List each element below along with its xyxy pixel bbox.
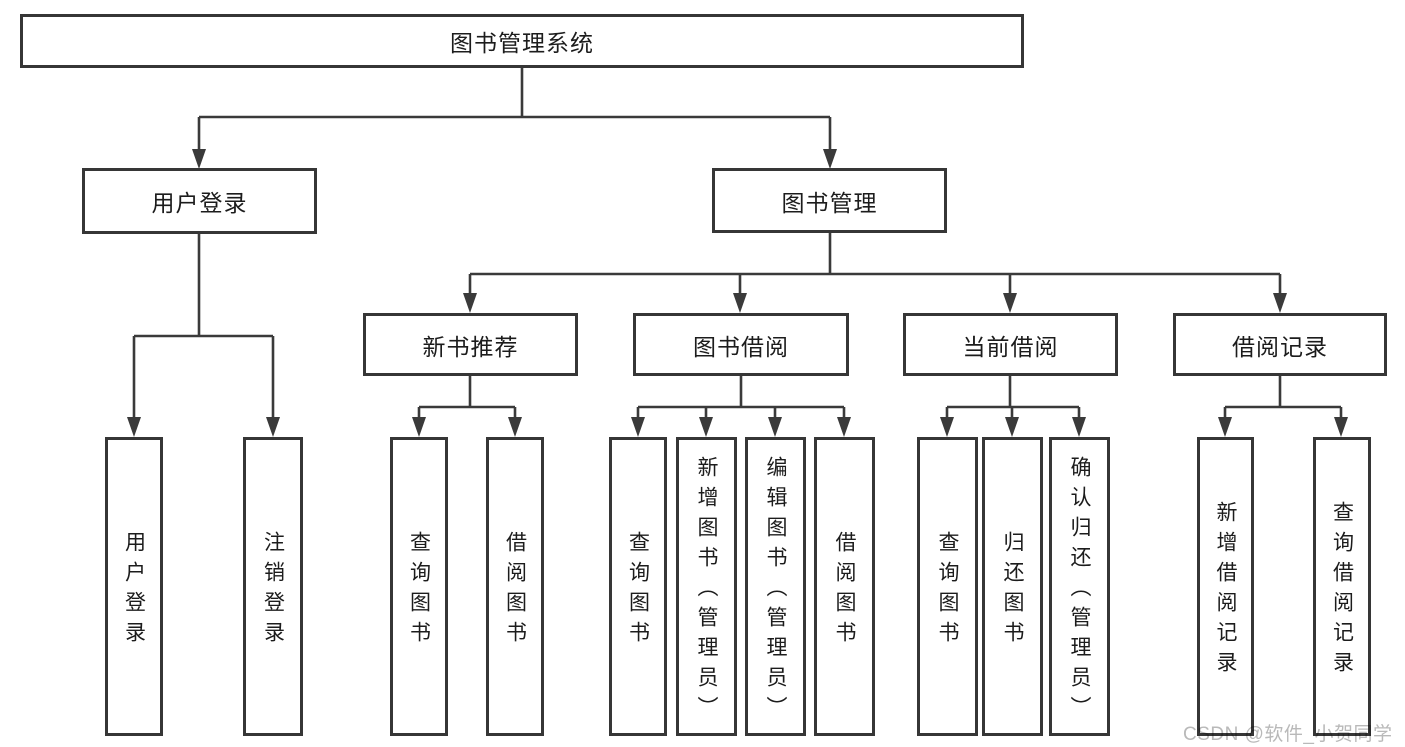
leaf-user-login: 用户登录 [105, 437, 163, 736]
leaf-add-book-admin: 新增图书（管理员） [676, 437, 737, 736]
node-book-management: 图书管理 [712, 168, 947, 233]
node-label: 查询借阅记录 [1330, 501, 1354, 681]
leaf-query-books-current: 查询图书 [917, 437, 978, 736]
leaf-logout: 注销登录 [243, 437, 303, 736]
node-borrowing-records: 借阅记录 [1173, 313, 1387, 376]
arrowheads [127, 149, 1348, 437]
node-current-borrowing: 当前借阅 [903, 313, 1118, 376]
node-label: 图书管理 [781, 189, 878, 216]
node-label: 新增图书（管理员） [695, 456, 718, 726]
node-label: 借阅图书 [503, 531, 527, 651]
node-label: 查询图书 [626, 531, 650, 651]
node-root: 图书管理系统 [20, 14, 1024, 68]
node-label: 确认归还（管理员） [1068, 456, 1091, 726]
node-label: 借阅记录 [1232, 333, 1328, 360]
leaf-add-borrow-record: 新增借阅记录 [1197, 437, 1254, 736]
leaf-query-books-borrowing: 查询图书 [609, 437, 667, 736]
node-label: 查询图书 [936, 531, 959, 651]
leaf-query-books-recommend: 查询图书 [390, 437, 448, 736]
node-label: 编辑图书（管理员） [764, 456, 787, 726]
node-label: 用户登录 [122, 531, 146, 651]
node-book-borrowing: 图书借阅 [633, 313, 849, 376]
node-new-book-recommendation: 新书推荐 [363, 313, 578, 376]
leaf-borrow-books-borrowing: 借阅图书 [814, 437, 875, 736]
node-label: 新增借阅记录 [1214, 501, 1237, 681]
leaf-return-books: 归还图书 [982, 437, 1043, 736]
leaf-query-borrow-record: 查询借阅记录 [1313, 437, 1371, 736]
node-label: 归还图书 [1001, 531, 1024, 651]
node-label: 注销登录 [261, 531, 285, 651]
node-label: 图书管理系统 [450, 30, 594, 56]
node-label: 新书推荐 [422, 333, 519, 360]
node-label: 查询图书 [407, 531, 431, 651]
node-user-login: 用户登录 [82, 168, 317, 234]
leaf-borrow-books-recommend: 借阅图书 [486, 437, 544, 736]
node-label: 用户登录 [151, 190, 248, 216]
node-label: 当前借阅 [962, 333, 1059, 360]
watermark: CSDN @软件_小贺同学 [1183, 724, 1393, 745]
leaf-confirm-return-admin: 确认归还（管理员） [1049, 437, 1110, 736]
leaf-edit-book-admin: 编辑图书（管理员） [745, 437, 806, 736]
node-label: 借阅图书 [833, 531, 856, 651]
node-label: 图书借阅 [693, 333, 789, 360]
